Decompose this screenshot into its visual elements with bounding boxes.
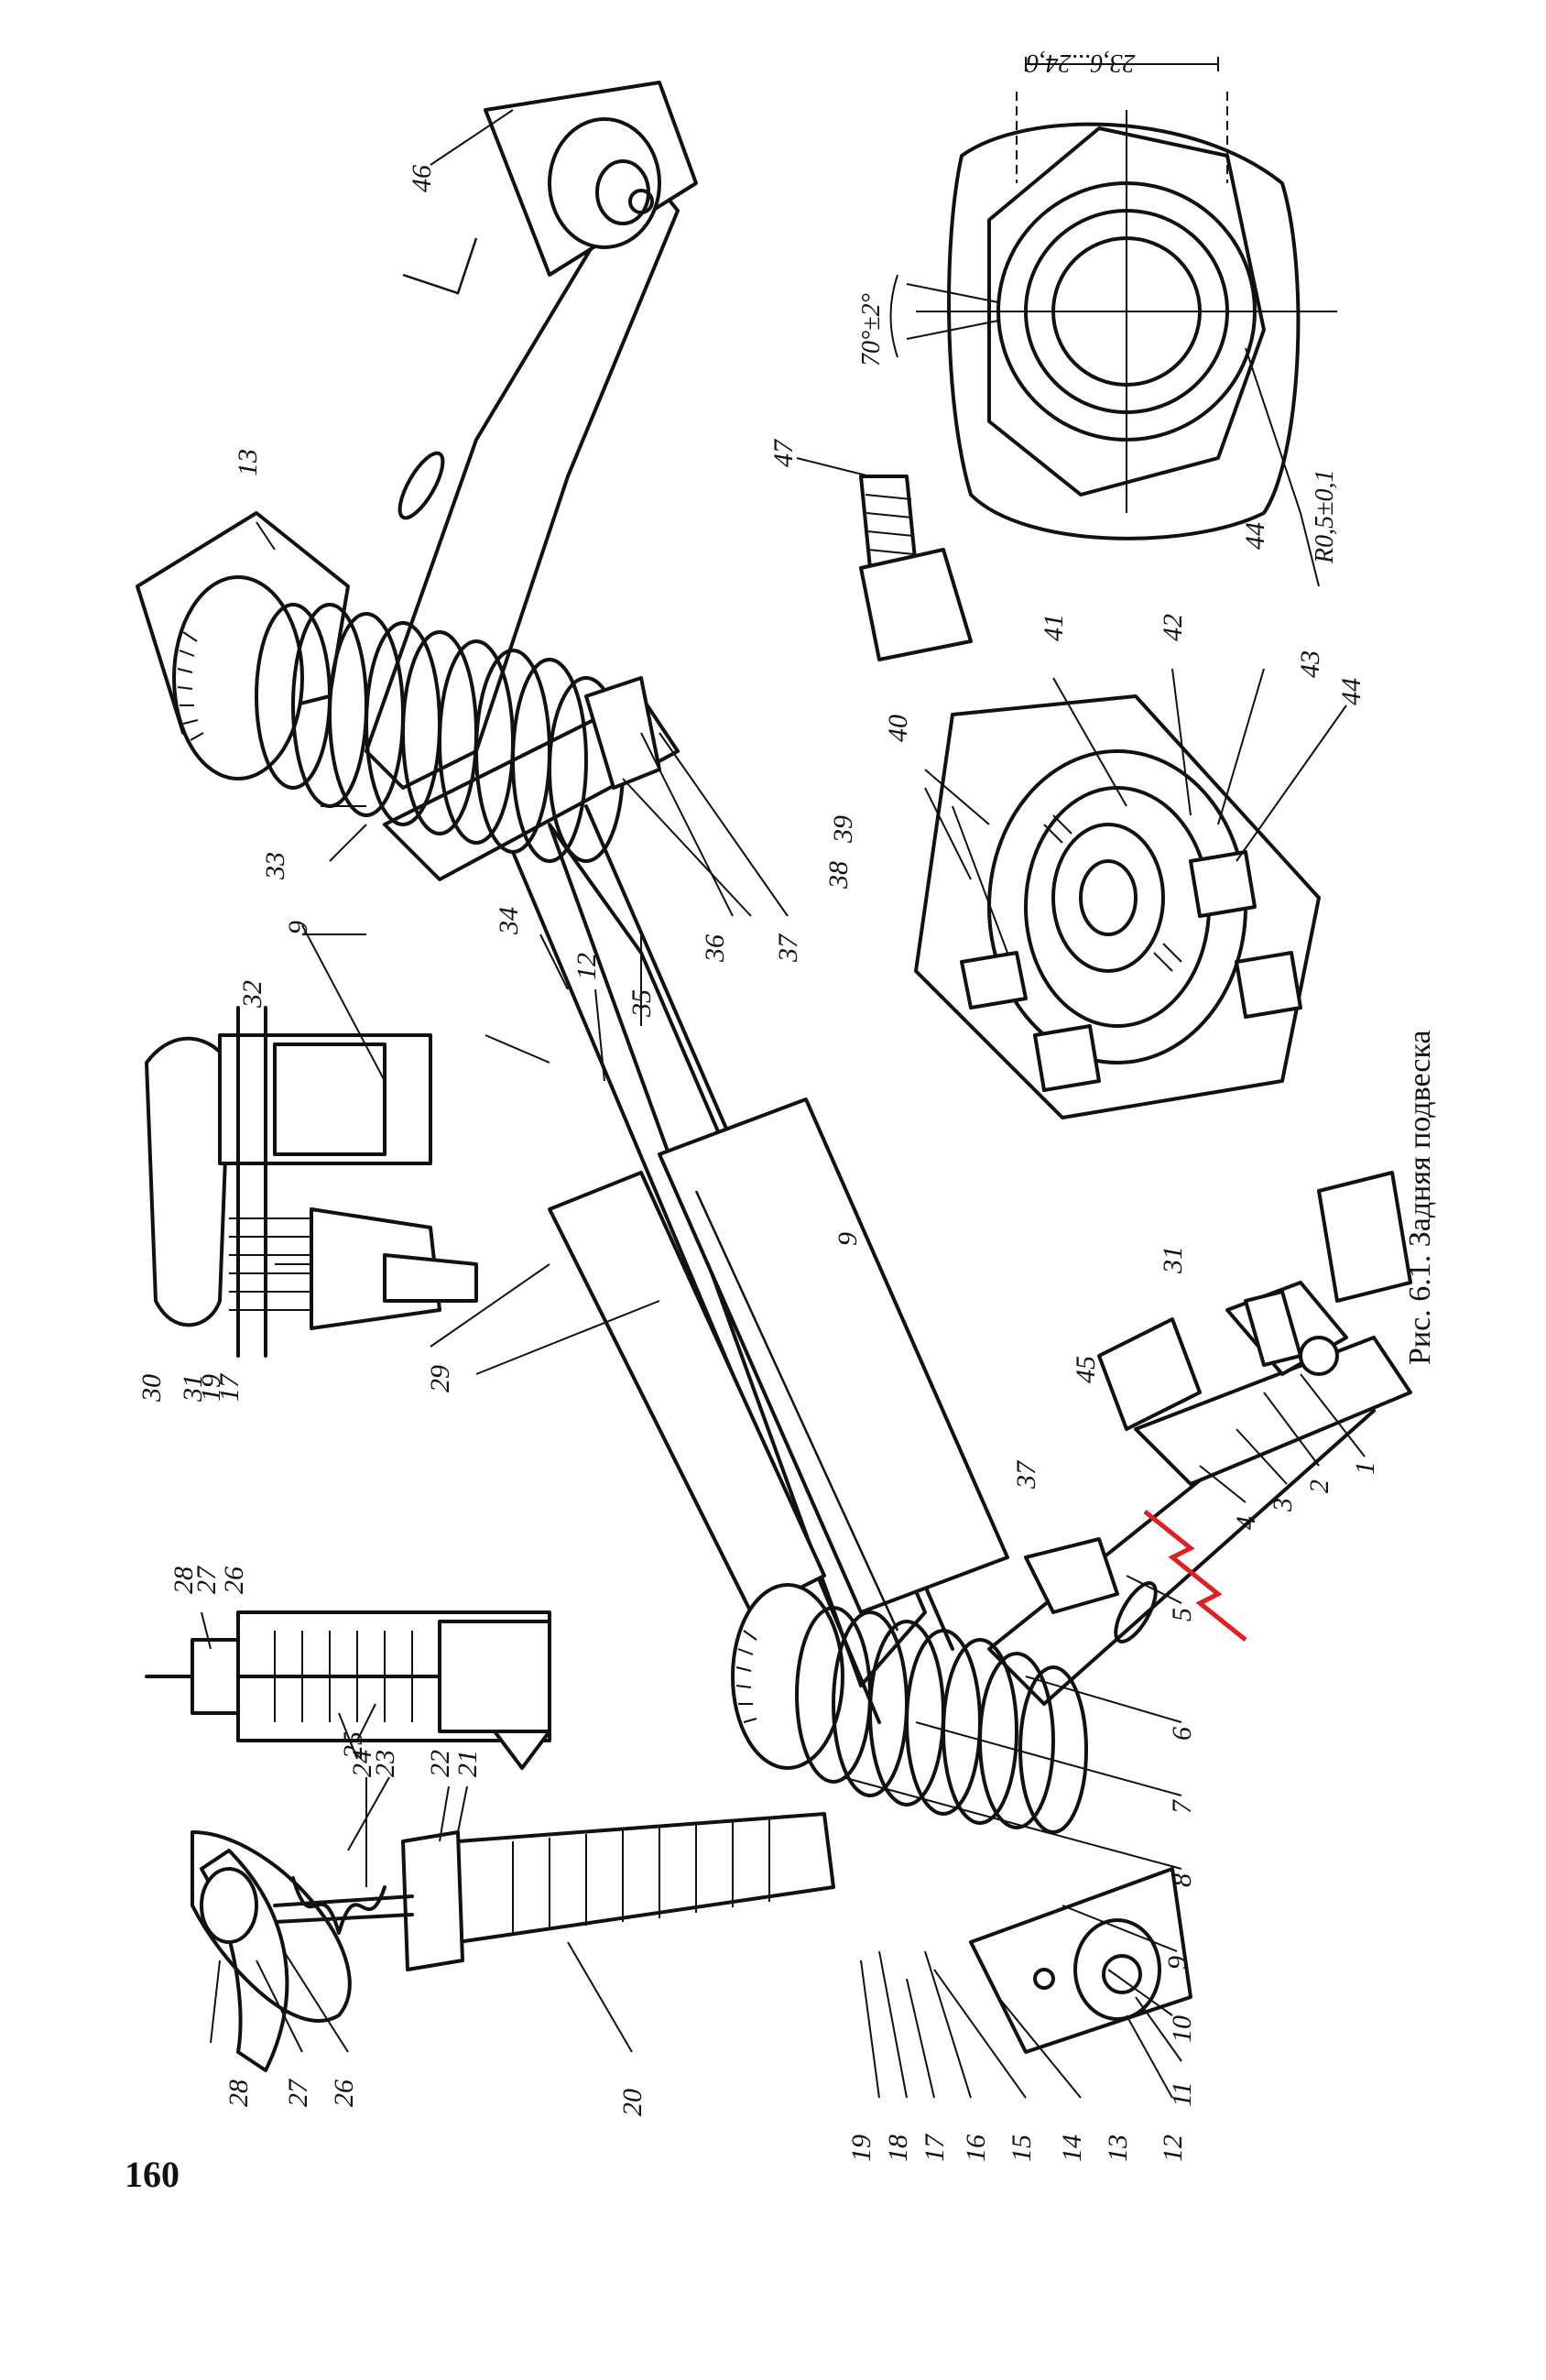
part-label-5: 5 [1167, 1608, 1197, 1621]
axle-beam [511, 804, 1009, 1724]
bracket-45 [1097, 1281, 1348, 1431]
part-label-25: 25 [338, 1731, 368, 1759]
part-label-18: 18 [883, 2134, 913, 2162]
part-label-17: 17 [920, 2133, 950, 2162]
part-label-10: 10 [1167, 2015, 1197, 2043]
part-label-2: 2 [1304, 1479, 1334, 1493]
nut-detail [889, 57, 1337, 587]
page-number: 160 [125, 2154, 180, 2195]
trailing-arm-lower [969, 1171, 1412, 2054]
part-label-15: 15 [1007, 2134, 1037, 2162]
part-number-labels: 1 2 3 4 5 6 7 8 9 10 11 12 13 14 15 16 1… [136, 165, 1380, 2162]
part-label-23: 23 [370, 1750, 400, 1777]
coil-spring-lower [731, 1537, 1119, 1834]
part-label-24: 24 [347, 1750, 377, 1777]
part-label-26-inset: 26 [219, 1567, 249, 1594]
shock-absorber [145, 1610, 835, 2072]
part-label-42: 42 [1158, 614, 1188, 641]
part-label-8: 8 [1167, 1873, 1197, 1887]
leader-lines [201, 109, 1366, 2099]
figure-caption-text: Рис. 6.1. Задняя подвеска [1403, 1030, 1437, 1365]
bolt-47 [859, 475, 973, 661]
part-label-21: 21 [452, 1750, 483, 1777]
part-label-44-hub: 44 [1336, 678, 1366, 705]
part-label-22: 22 [425, 1750, 455, 1777]
part-label-27-inset: 27 [191, 1565, 222, 1594]
part-label-12-top: 12 [572, 953, 602, 980]
part-label-19-inset: 19 [196, 1374, 226, 1402]
part-label-28-inset: 28 [169, 1567, 199, 1594]
part-label-30: 30 [136, 1374, 167, 1403]
part-label-38: 38 [823, 861, 854, 890]
part-label-7: 7 [1167, 1798, 1197, 1814]
part-label-28: 28 [223, 2080, 254, 2107]
part-label-41: 41 [1039, 614, 1069, 641]
part-label-6: 6 [1167, 1727, 1197, 1741]
part-label-29: 29 [425, 1365, 455, 1392]
dimension-radius: R0,5±0,1 [1311, 470, 1339, 564]
part-label-1: 1 [1350, 1461, 1380, 1475]
part-label-47: 47 [768, 438, 799, 467]
part-label-40: 40 [883, 715, 913, 742]
part-label-20: 20 [617, 2089, 648, 2116]
part-label-34: 34 [494, 907, 524, 935]
part-label-14: 14 [1057, 2134, 1087, 2162]
red-zigzag-mark [1143, 1510, 1247, 1642]
part-label-32: 32 [237, 980, 267, 1009]
part-label-9-bottom: 9 [1162, 1956, 1192, 1970]
part-label-16: 16 [961, 2134, 991, 2162]
hub-detail [914, 694, 1321, 1119]
dimension-width: 23,6...24,6 [1027, 49, 1136, 77]
part-label-11: 11 [1167, 2081, 1197, 2107]
part-label-26: 26 [329, 2080, 359, 2107]
part-label-44-nut: 44 [1240, 522, 1270, 550]
part-label-37-middle: 37 [1011, 1459, 1041, 1490]
part-label-46: 46 [407, 165, 437, 192]
part-label-37-top: 37 [773, 933, 803, 963]
part-label-13: 13 [1103, 2134, 1133, 2162]
part-label-31-middle: 31 [1158, 1246, 1188, 1274]
part-label-27: 27 [283, 2078, 313, 2107]
part-label-9-middle: 9 [833, 1232, 863, 1246]
part-label-13-top: 13 [233, 449, 263, 476]
part-label-4: 4 [1231, 1516, 1261, 1530]
part-label-12: 12 [1158, 2134, 1188, 2162]
part-label-17-inset: 17 [214, 1372, 245, 1402]
dimension-angle: 70°±2° [857, 293, 886, 366]
part-label-45: 45 [1071, 1356, 1101, 1383]
bush-section-detail [145, 1006, 478, 1358]
part-label-35: 35 [626, 989, 657, 1018]
part-label-39: 39 [828, 815, 858, 844]
part-label-3: 3 [1268, 1498, 1298, 1512]
part-label-36: 36 [700, 934, 730, 963]
part-label-43: 43 [1295, 650, 1325, 678]
part-label-33: 33 [260, 852, 290, 880]
coil-spring-upper [136, 511, 661, 863]
part-label-31-inset: 31 [178, 1374, 208, 1403]
part-label-19: 19 [846, 2134, 876, 2162]
part-label-9-inset: 9 [283, 921, 313, 934]
